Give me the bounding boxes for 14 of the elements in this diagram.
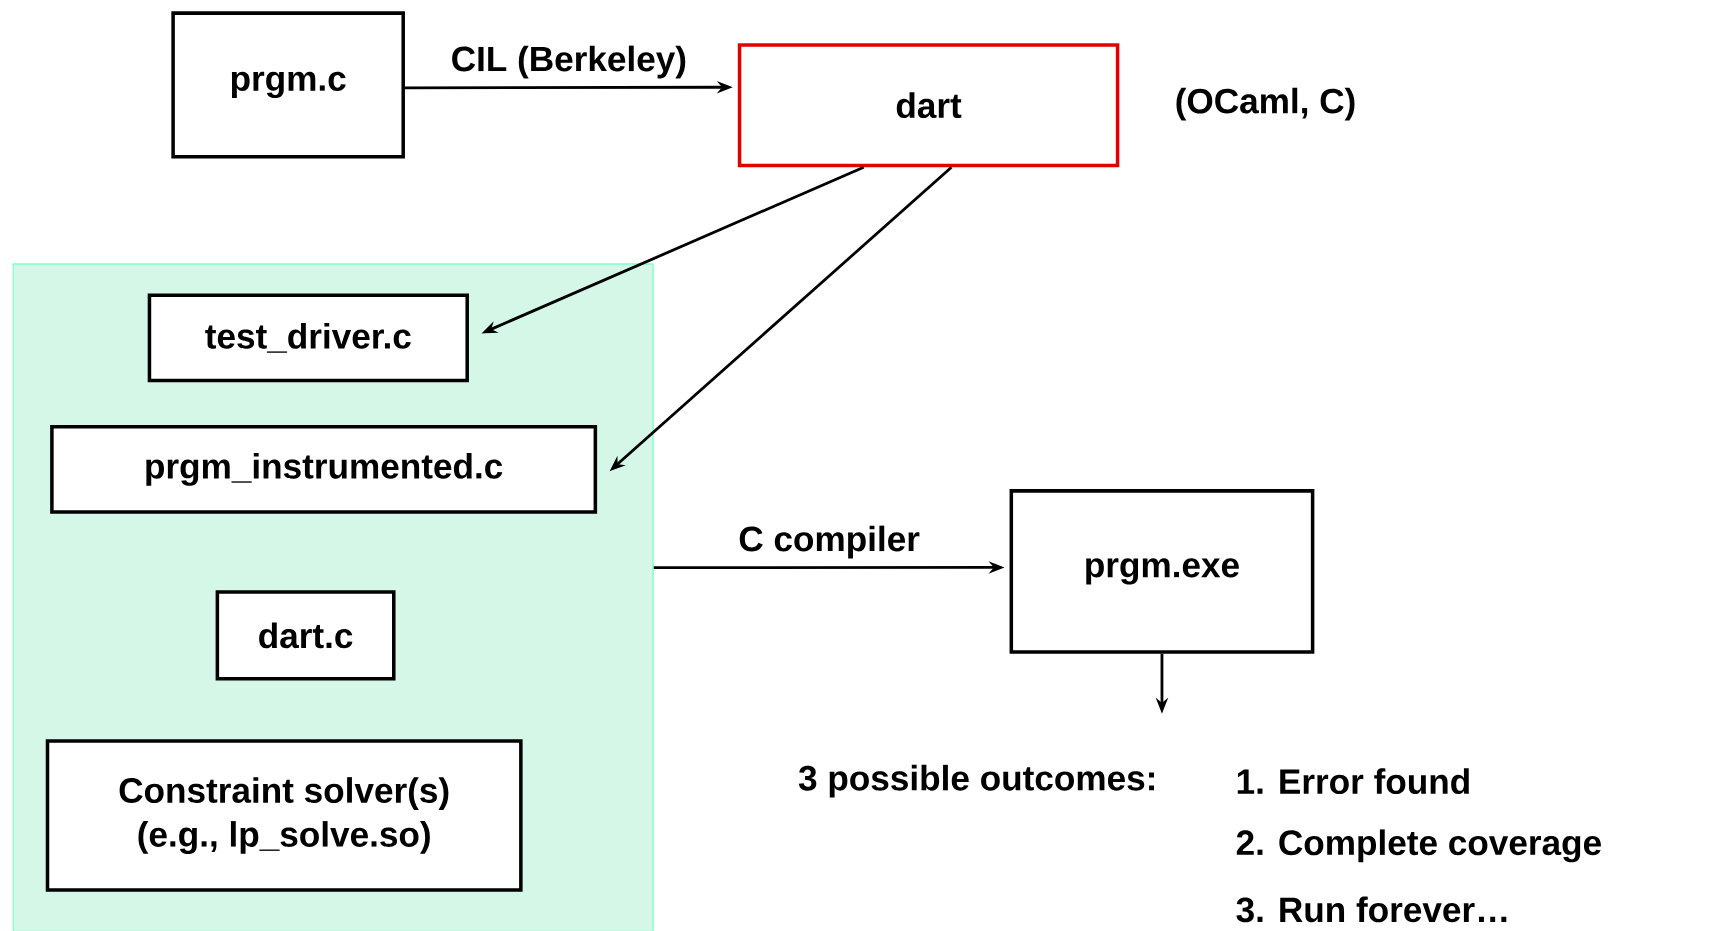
outcome-text: 1. Error found (1237, 768, 1469, 795)
file-box: test_driver.c (147, 293, 469, 383)
outcome-text: 3. Run forever… (1236, 896, 1507, 923)
note-text: (OCaml, C) (1176, 87, 1355, 121)
file-box: prgm_instrumented.c (50, 424, 598, 514)
file-box: prgm.c (171, 11, 405, 159)
outcome-text: 3 possible outcomes: (798, 764, 1154, 798)
edge-label: CIL (Berkeley) (452, 45, 686, 79)
file-box: Constraint solver(s) (e.g., lp_solve.so) (45, 739, 523, 892)
file-box: dart.c (215, 590, 396, 681)
file-box: prgm.exe (1009, 489, 1315, 654)
tool-box: dart (737, 43, 1120, 168)
outcome-text: 2. Complete coverage (1236, 829, 1601, 863)
edge-label: C compiler (739, 525, 920, 559)
